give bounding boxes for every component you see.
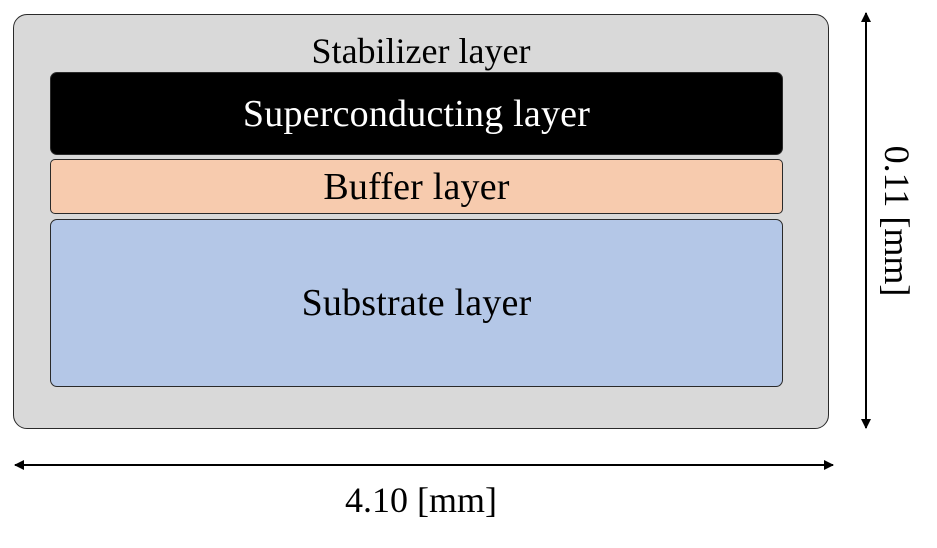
substrate-layer: Substrate layer [50,219,783,387]
thickness-dimension-label: 0.11 [mm] [877,145,917,297]
superconducting-layer: Superconducting layer [50,72,783,155]
superconducting-layer-label: Superconducting layer [242,92,591,135]
width-dimension-label: 4.10 [mm] [345,480,497,520]
buffer-layer-label: Buffer layer [323,165,510,208]
stabilizer-layer-label: Stabilizer layer [311,31,531,71]
substrate-layer-label: Substrate layer [301,282,532,324]
buffer-layer: Buffer layer [50,159,783,214]
